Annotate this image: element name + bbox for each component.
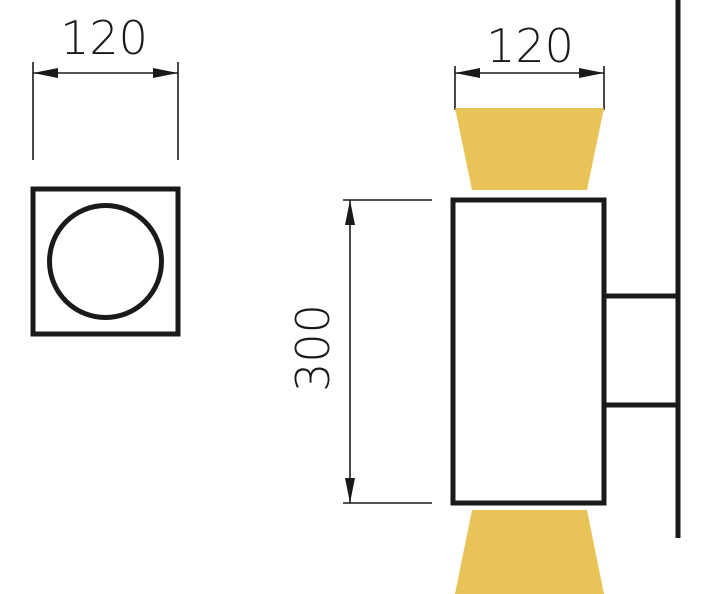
top-view-arrow-left xyxy=(33,68,58,78)
height-arrow-top xyxy=(345,200,355,225)
top-view-housing-square xyxy=(30,186,181,337)
side-view-width-label: 120 xyxy=(486,19,574,73)
top-view-arrow-right xyxy=(153,68,178,78)
side-view: 120 300 xyxy=(286,0,681,594)
upper-light-beam xyxy=(455,108,604,190)
side-view-arrow-left xyxy=(455,68,480,78)
luminaire-body xyxy=(450,197,607,506)
top-view: 120 xyxy=(30,11,181,337)
side-view-height-label: 300 xyxy=(286,304,340,392)
lower-light-beam xyxy=(455,510,604,594)
top-view-lens-circle xyxy=(47,203,164,320)
side-view-arrow-right xyxy=(579,68,604,78)
height-arrow-bottom xyxy=(345,478,355,503)
top-view-width-label: 120 xyxy=(60,11,148,65)
